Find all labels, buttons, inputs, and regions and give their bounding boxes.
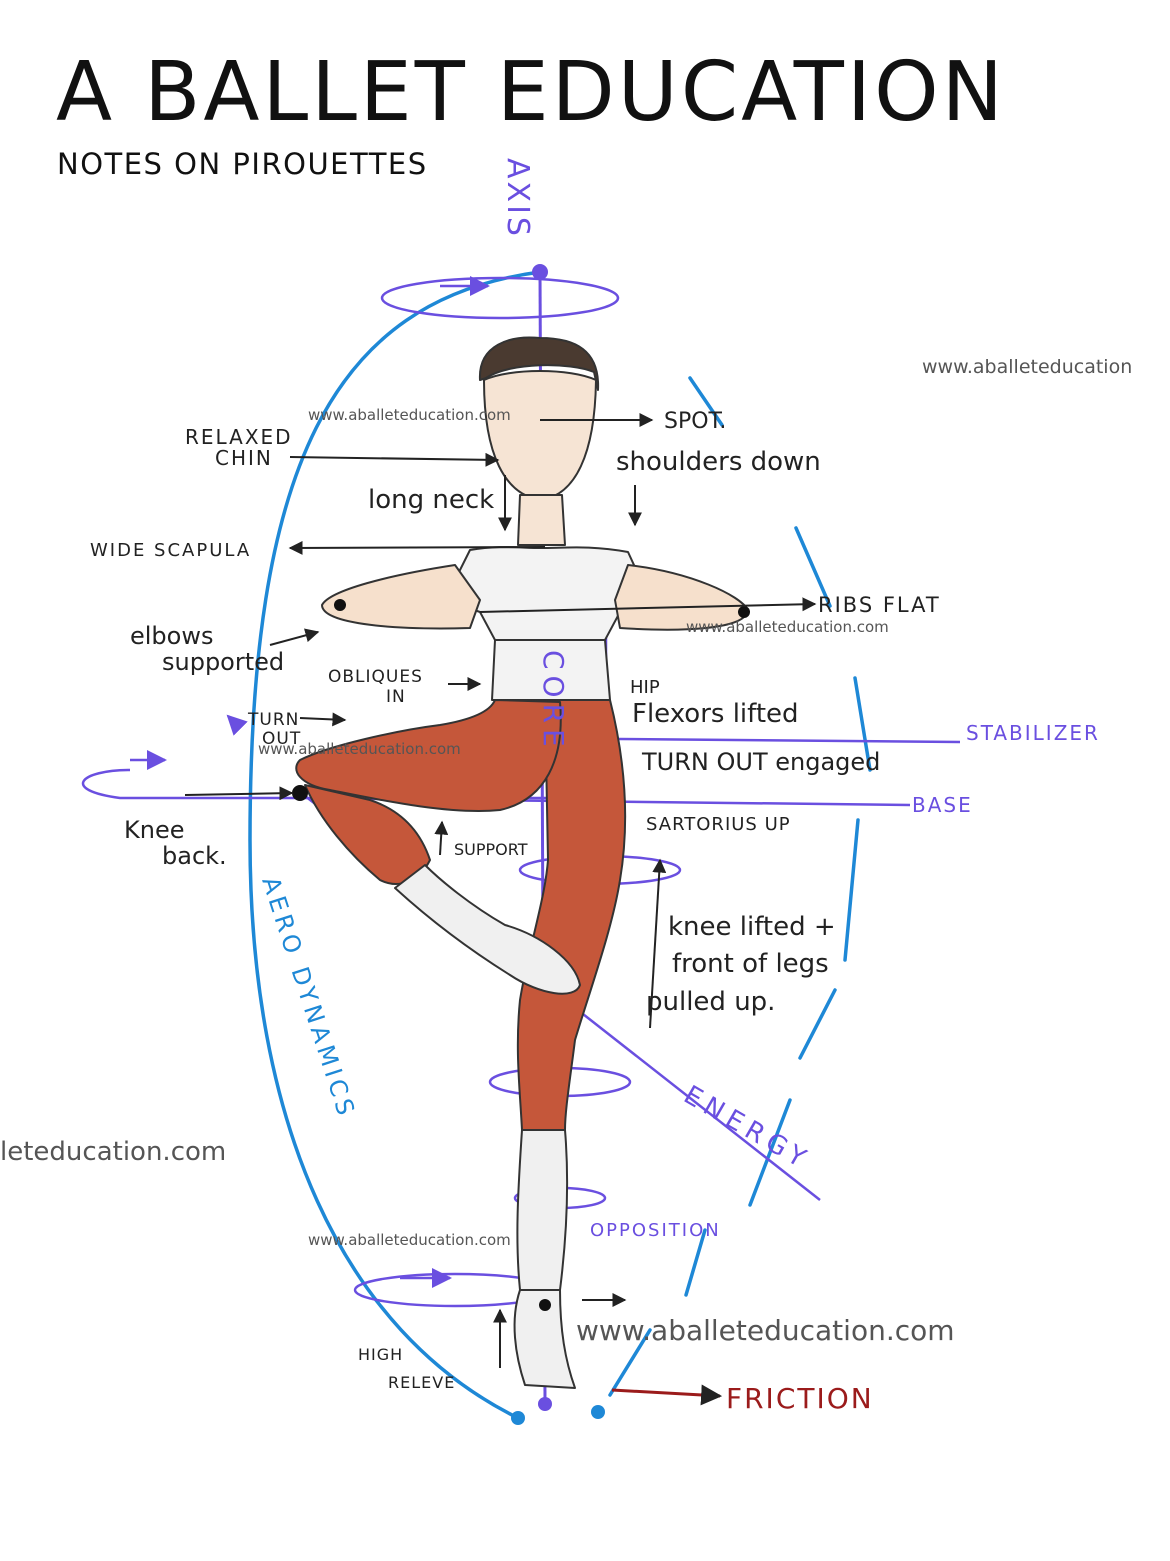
label-axis: AXIS <box>500 158 535 239</box>
page-title: A BALLET EDUCATION <box>56 45 1006 140</box>
aero-points <box>511 1405 605 1425</box>
axis-top-point <box>532 264 548 280</box>
label-turn: TURN <box>247 710 299 730</box>
label-aero-dynamics: AERO DYNAMICS <box>256 873 361 1122</box>
label-stabilizer: STABILIZER <box>966 721 1100 745</box>
annotation-arrows <box>184 413 817 1406</box>
watermark-bottom: www.aballeteducation.com <box>576 1314 955 1347</box>
label-obliques: OBLIQUES <box>328 667 423 687</box>
label-wide-scapula: WIDE SCAPULA <box>90 540 251 561</box>
base-rotation-left <box>81 768 300 800</box>
page-subtitle: NOTES ON PIROUETTES <box>57 147 428 181</box>
axis-bottom-point <box>538 1397 552 1411</box>
label-in: IN <box>386 687 406 707</box>
neck <box>517 494 566 546</box>
label-flexors: Flexors lifted <box>632 699 799 729</box>
working-foot <box>394 864 581 995</box>
label-hip: HIP <box>630 677 660 698</box>
watermark-left-mid: leteducation.com <box>0 1137 226 1167</box>
hair <box>478 336 600 391</box>
label-turn-out-engaged: TURN OUT engaged <box>641 748 880 776</box>
label-supported: supported <box>162 648 284 676</box>
purple-arrows <box>130 276 490 1288</box>
label-base: BASE <box>912 793 973 817</box>
label-back: back. <box>162 842 227 870</box>
watermark-2: www.aballeteducation.com <box>686 618 889 636</box>
label-elbows: elbows <box>130 622 213 650</box>
label-out: OUT <box>262 729 301 749</box>
label-knee-lifted: knee lifted + <box>668 912 836 942</box>
label-core: CORE <box>537 650 570 753</box>
aero-curve-left <box>248 270 542 1420</box>
label-relaxed: RELAXED <box>185 425 293 449</box>
label-spot: SPOT. <box>664 409 726 434</box>
watermarks: www.aballeteducation.com www.aballeteduc… <box>0 356 1132 1347</box>
face <box>483 370 597 501</box>
label-pulled-up: pulled up. <box>646 987 775 1017</box>
joint-dots <box>292 599 750 1311</box>
watermark-3: www.aballeteducation.com <box>258 740 461 758</box>
support-sock <box>516 1129 569 1291</box>
watermark-right-top: www.aballeteducation <box>922 356 1132 378</box>
label-ribs-flat: RIBS FLAT <box>818 593 941 617</box>
head-rotation-ellipse <box>380 276 620 320</box>
dancer-figure <box>295 336 749 1389</box>
left-arm <box>321 564 481 630</box>
label-shoulders-down: shoulders down <box>616 447 821 477</box>
watermark-1: www.aballeteducation.com <box>308 406 511 424</box>
axis-points <box>532 264 552 1411</box>
support-foot <box>513 1289 576 1389</box>
label-opposition: OPPOSITION <box>590 1220 721 1241</box>
label-knee: Knee <box>124 816 184 844</box>
label-high: HIGH <box>358 1345 403 1364</box>
label-releve: RELEVE <box>388 1373 455 1392</box>
label-front-of-legs: front of legs <box>672 949 829 979</box>
label-sartorius-up: SARTORIUS UP <box>646 814 791 835</box>
watermark-4: www.aballeteducation.com <box>308 1231 511 1249</box>
label-friction: FRICTION <box>726 1382 874 1415</box>
label-energy: ENERGY <box>679 1080 816 1177</box>
label-long-neck: long neck <box>368 485 494 515</box>
label-chin: CHIN <box>215 446 273 470</box>
label-support: SUPPORT <box>454 840 528 859</box>
aero-envelope <box>248 270 872 1420</box>
